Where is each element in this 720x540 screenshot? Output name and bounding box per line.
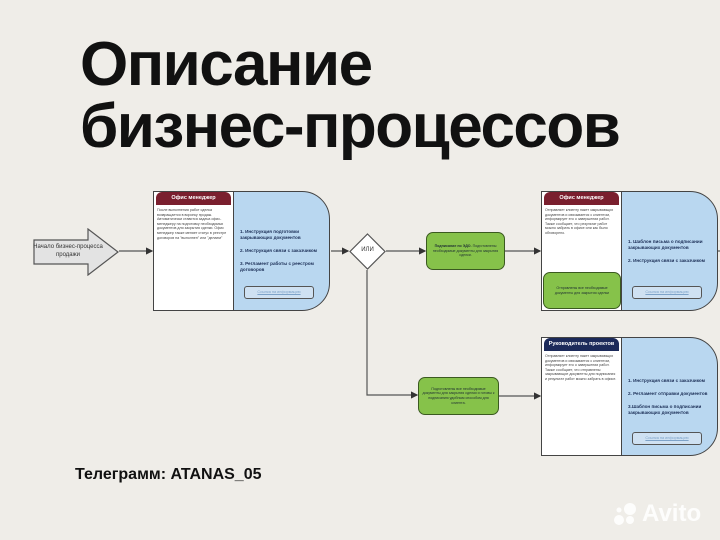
card-header: Руководитель проектов <box>544 338 619 351</box>
card-description: После выполнения работ сделка возвращает… <box>157 208 227 240</box>
green-task-docs: Подготовлены все необходимые документы д… <box>418 377 499 415</box>
card-item: 3.Шаблон письма о подписании закрывающих… <box>628 403 702 415</box>
card-header: Офис менеджер <box>544 192 619 205</box>
avito-text: Avito <box>642 500 702 527</box>
card-item: 1. Инструкция подготовки закрывающих док… <box>240 229 301 240</box>
avito-logo-icon <box>614 503 636 525</box>
info-link[interactable]: Ссылка на информацию <box>632 286 702 299</box>
card-item: 2. Инструкция связи с заказчиком <box>240 248 318 253</box>
card-item: 2. Регламент отправки документов <box>628 390 708 396</box>
avito-watermark: Avito <box>612 500 701 528</box>
task-text: Подготовлены все необходимые документы д… <box>422 386 495 405</box>
title-line-2: бизнес-процессов <box>80 92 621 161</box>
task-text: Подготовлены необходимые документы для з… <box>432 244 499 258</box>
decision-label: ИЛИ <box>361 247 374 253</box>
start-label: Начало бизнес-процесса продажи <box>33 244 103 258</box>
telegram-contact: Телеграмм: ATANAS_05 <box>75 466 262 483</box>
card-item: 1. Инструкция связи с заказчиком <box>628 377 706 383</box>
green-sub-box: Отправлены все необходимые документы для… <box>543 272 621 309</box>
card-item: 3. Регламент работы с реестром договоров <box>240 261 314 272</box>
start-event: Начало бизнес-процесса продажи <box>33 227 119 277</box>
title-line-1: Описание <box>80 30 373 99</box>
info-link[interactable]: Ссылка на информацию <box>632 432 702 445</box>
info-link[interactable]: Ссылка на информацию <box>244 286 314 299</box>
card-header: Офис менеджер <box>156 192 231 205</box>
decision-gateway: ИЛИ <box>349 233 386 270</box>
card-item: 2. Инструкция связи с заказчиком <box>628 257 706 263</box>
card-item: 1. Шаблон письма о подписании закрывающи… <box>628 238 703 250</box>
green-task-edo: Подписание по ЭДО. Подготовлены необходи… <box>426 232 505 270</box>
card-description: Отправляет клиенту пакет закрывающих док… <box>545 354 617 381</box>
task-bold: Подписание по ЭДО. <box>434 244 472 249</box>
card-description: Отправляет клиенту пакет закрывающих док… <box>545 208 614 235</box>
